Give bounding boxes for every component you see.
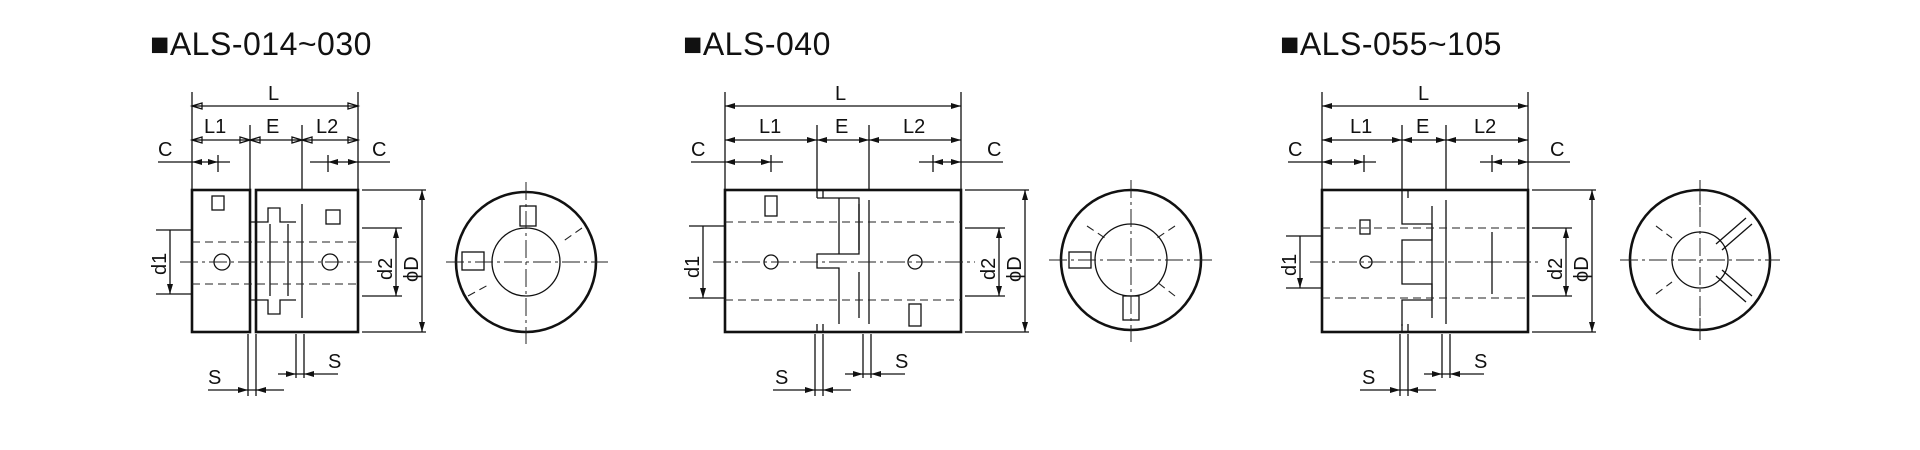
label-S-left: S <box>208 367 221 389</box>
dimension-L1-E-L2: L1 E L2 <box>1322 116 1528 190</box>
label-L1: L1 <box>759 116 781 138</box>
label-d1: d1 <box>682 256 704 278</box>
end-view <box>1049 180 1213 342</box>
panel-title: ■ALS-055~105 <box>1280 26 1502 62</box>
label-S-right: S <box>1474 351 1487 373</box>
dimension-L: L <box>724 83 962 190</box>
dimension-C: C C <box>158 139 390 172</box>
label-d1: d1 <box>149 253 171 275</box>
label-L2: L2 <box>1474 116 1496 138</box>
label-L: L <box>835 83 846 105</box>
end-view <box>1620 180 1780 340</box>
label-L: L <box>268 83 279 105</box>
dimension-C: C C <box>1288 139 1570 172</box>
dimension-C: C C <box>691 139 1003 172</box>
label-S-right: S <box>328 351 341 373</box>
label-phi-D: ϕD <box>1004 256 1026 282</box>
coupling-drawing: L L1 E L2 C C <box>149 83 608 396</box>
label-d2: d2 <box>978 258 1000 280</box>
dimension-d1: d1 <box>149 229 192 295</box>
label-d2: d2 <box>1545 258 1567 280</box>
label-L: L <box>1418 83 1429 105</box>
label-C-left: C <box>158 139 172 161</box>
label-C-right: C <box>1550 139 1564 161</box>
dimension-S: S S <box>208 334 341 396</box>
panel-als-014-030: ■ALS-014~030 L L1 E L2 C C <box>149 0 630 450</box>
side-view <box>180 188 372 334</box>
dimension-d2-D: d2 ϕD <box>965 189 1029 333</box>
coupling-drawing: L L1 E L2 C C <box>682 83 1213 396</box>
label-E: E <box>835 116 848 138</box>
label-d1: d1 <box>1279 254 1301 276</box>
dimension-d1: d1 <box>682 225 725 299</box>
label-C-right: C <box>987 139 1001 161</box>
label-E: E <box>266 116 279 138</box>
dimension-d2-D: d2 ϕD <box>362 189 426 333</box>
dimension-L1-E-L2: L1 E L2 <box>189 116 361 190</box>
label-S-right: S <box>895 351 908 373</box>
end-view <box>446 182 608 344</box>
dimension-L1-E-L2: L1 E L2 <box>725 116 961 190</box>
label-C-right: C <box>372 139 386 161</box>
panel-title: ■ALS-014~030 <box>150 26 372 62</box>
label-L1: L1 <box>1350 116 1372 138</box>
label-phi-D: ϕD <box>401 256 423 282</box>
label-d2: d2 <box>375 258 397 280</box>
panel-title: ■ALS-040 <box>683 26 831 62</box>
label-phi-D: ϕD <box>1571 256 1593 282</box>
dimension-S: S S <box>1360 334 1487 396</box>
label-L1: L1 <box>204 116 226 138</box>
side-view <box>713 188 975 334</box>
side-view <box>1310 188 1542 334</box>
dimension-L: L <box>189 83 361 190</box>
coupling-drawing: L L1 E L2 C C <box>1279 83 1780 396</box>
dimension-d1: d1 <box>1279 235 1322 289</box>
panel-als-040: ■ALS-040 L L1 E L2 C C <box>682 0 1223 450</box>
dimension-d2-D: d2 ϕD <box>1532 189 1596 333</box>
panel-als-055-105: ■ALS-055~105 L L1 E L2 C C <box>1279 0 1800 450</box>
label-C-left: C <box>1288 139 1302 161</box>
label-S-left: S <box>1362 367 1375 389</box>
label-L2: L2 <box>316 116 338 138</box>
label-S-left: S <box>775 367 788 389</box>
dimension-L: L <box>1321 83 1529 190</box>
label-C-left: C <box>691 139 705 161</box>
dimension-S: S S <box>773 334 908 396</box>
label-L2: L2 <box>903 116 925 138</box>
label-E: E <box>1416 116 1429 138</box>
